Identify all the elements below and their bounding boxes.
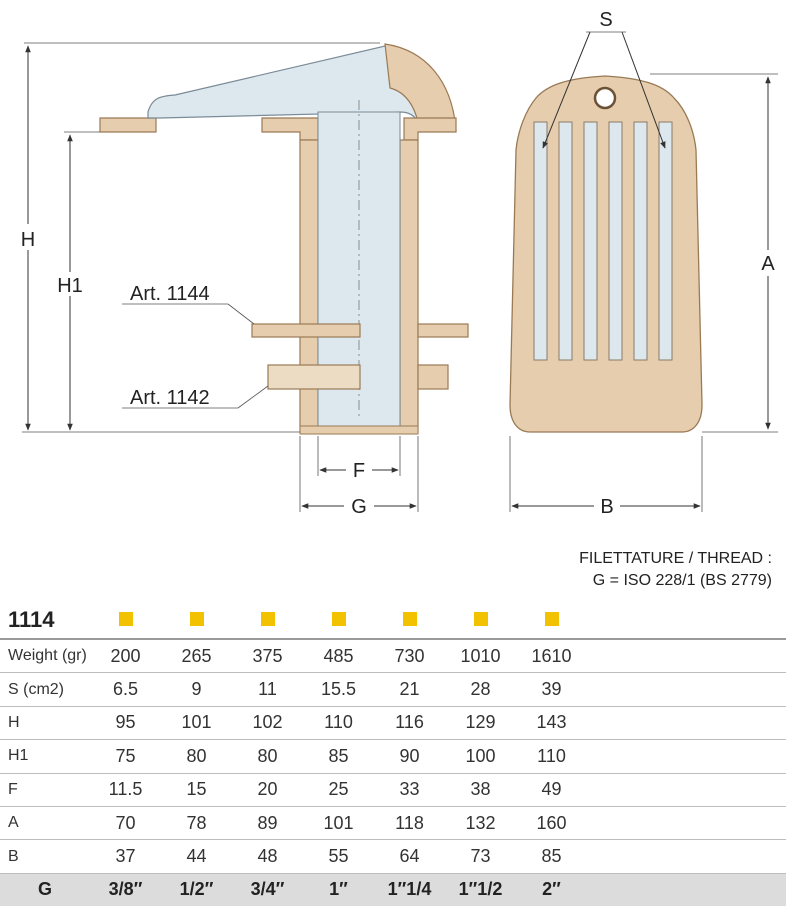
yellow-marker <box>473 611 488 626</box>
cell: 78 <box>161 806 232 841</box>
label-a: A <box>761 253 775 275</box>
cell: 101 <box>161 706 232 741</box>
cell: 15.5 <box>303 672 374 707</box>
cell: 89 <box>232 806 303 841</box>
cell: 6.5 <box>90 672 161 707</box>
cell: 38 <box>445 773 516 807</box>
cell: 1/2″ <box>161 873 232 907</box>
cell: 44 <box>161 839 232 874</box>
row-label: Weight (gr) <box>0 639 90 674</box>
label-h1: H1 <box>57 275 83 297</box>
table-header-row: 1114 <box>0 602 786 640</box>
cell: 1010 <box>445 639 516 674</box>
table-row-h: H 95 101 102 110 116 129 143 <box>0 706 786 741</box>
cell: 485 <box>303 639 374 674</box>
table-row-a: A 70 78 89 101 118 132 160 <box>0 806 786 841</box>
front-view <box>509 31 778 512</box>
spec-table: 1114 Weight (gr) 200 265 375 485 730 101… <box>0 602 786 907</box>
cell: 118 <box>374 806 445 841</box>
label-b: B <box>600 496 613 518</box>
cell: 70 <box>90 806 161 841</box>
cell: 102 <box>232 706 303 741</box>
cell: 95 <box>90 706 161 741</box>
cell: 9 <box>161 672 232 707</box>
cell: 15 <box>161 773 232 807</box>
row-label: G <box>0 873 90 907</box>
cell: 160 <box>516 806 587 841</box>
table-row-weight: Weight (gr) 200 265 375 485 730 1010 161… <box>0 639 786 674</box>
yellow-marker <box>331 611 346 626</box>
row-label: H1 <box>0 739 90 774</box>
slots <box>533 121 673 361</box>
cell: 73 <box>445 839 516 874</box>
thread-note-line1: FILETTATURE / THREAD : <box>579 550 772 567</box>
row-label: S (cm2) <box>0 672 90 707</box>
model-number: 1114 <box>0 602 90 640</box>
yellow-marker <box>189 611 204 626</box>
cell: 3/8″ <box>90 873 161 907</box>
cell: 1″1/4 <box>374 873 445 907</box>
thread-note-line2: G = ISO 228/1 (BS 2779) <box>592 572 772 589</box>
table-row-g: G 3/8″ 1/2″ 3/4″ 1″ 1″1/4 1″1/2 2″ <box>0 873 786 907</box>
yellow-marker <box>118 611 133 626</box>
cell: 116 <box>374 706 445 741</box>
cell: 11.5 <box>90 773 161 807</box>
cell: 1610 <box>516 639 587 674</box>
label-f: F <box>353 460 365 482</box>
cell: 48 <box>232 839 303 874</box>
cell: 110 <box>516 739 587 774</box>
cell: 39 <box>516 672 587 707</box>
cell: 55 <box>303 839 374 874</box>
cell: 28 <box>445 672 516 707</box>
table-row-f: F 11.5 15 20 25 33 38 49 <box>0 773 786 807</box>
cell: 11 <box>232 672 303 707</box>
cell: 85 <box>516 839 587 874</box>
cell: 37 <box>90 839 161 874</box>
cell: 100 <box>445 739 516 774</box>
cell: 1″1/2 <box>445 873 516 907</box>
yellow-marker <box>402 611 417 626</box>
table-row-b: B 37 44 48 55 64 73 85 <box>0 839 786 874</box>
cell: 75 <box>90 739 161 774</box>
cell: 101 <box>303 806 374 841</box>
label-art-1144: Art. 1144 <box>130 283 210 305</box>
cell: 265 <box>161 639 232 674</box>
cell: 20 <box>232 773 303 807</box>
cell: 21 <box>374 672 445 707</box>
label-art-1142: Art. 1142 <box>130 387 210 409</box>
cell: 200 <box>90 639 161 674</box>
cell: 49 <box>516 773 587 807</box>
cell: 80 <box>161 739 232 774</box>
row-label: H <box>0 706 90 741</box>
cell: 132 <box>445 806 516 841</box>
yellow-marker <box>544 611 559 626</box>
cell: 85 <box>303 739 374 774</box>
label-s: S <box>599 9 612 31</box>
cell: 730 <box>374 639 445 674</box>
cell: 33 <box>374 773 445 807</box>
label-h: H <box>21 229 35 251</box>
row-label: A <box>0 806 90 841</box>
table-row-h1: H1 75 80 80 85 90 100 110 <box>0 739 786 774</box>
cell: 80 <box>232 739 303 774</box>
cell: 1″ <box>303 873 374 907</box>
technical-drawing: H H1 Art. 1144 Art. 1142 F G S A B <box>20 9 778 518</box>
side-section-view <box>22 42 469 512</box>
row-label: B <box>0 839 90 874</box>
cell: 25 <box>303 773 374 807</box>
thread-note: FILETTATURE / THREAD : G = ISO 228/1 (BS… <box>579 548 772 592</box>
cell: 129 <box>445 706 516 741</box>
cell: 143 <box>516 706 587 741</box>
yellow-marker <box>260 611 275 626</box>
cell: 375 <box>232 639 303 674</box>
row-label: F <box>0 773 90 807</box>
table-row-s: S (cm2) 6.5 9 11 15.5 21 28 39 <box>0 672 786 707</box>
cell: 110 <box>303 706 374 741</box>
cell: 2″ <box>516 873 587 907</box>
cell: 90 <box>374 739 445 774</box>
label-g: G <box>351 496 367 518</box>
cell: 64 <box>374 839 445 874</box>
cell: 3/4″ <box>232 873 303 907</box>
